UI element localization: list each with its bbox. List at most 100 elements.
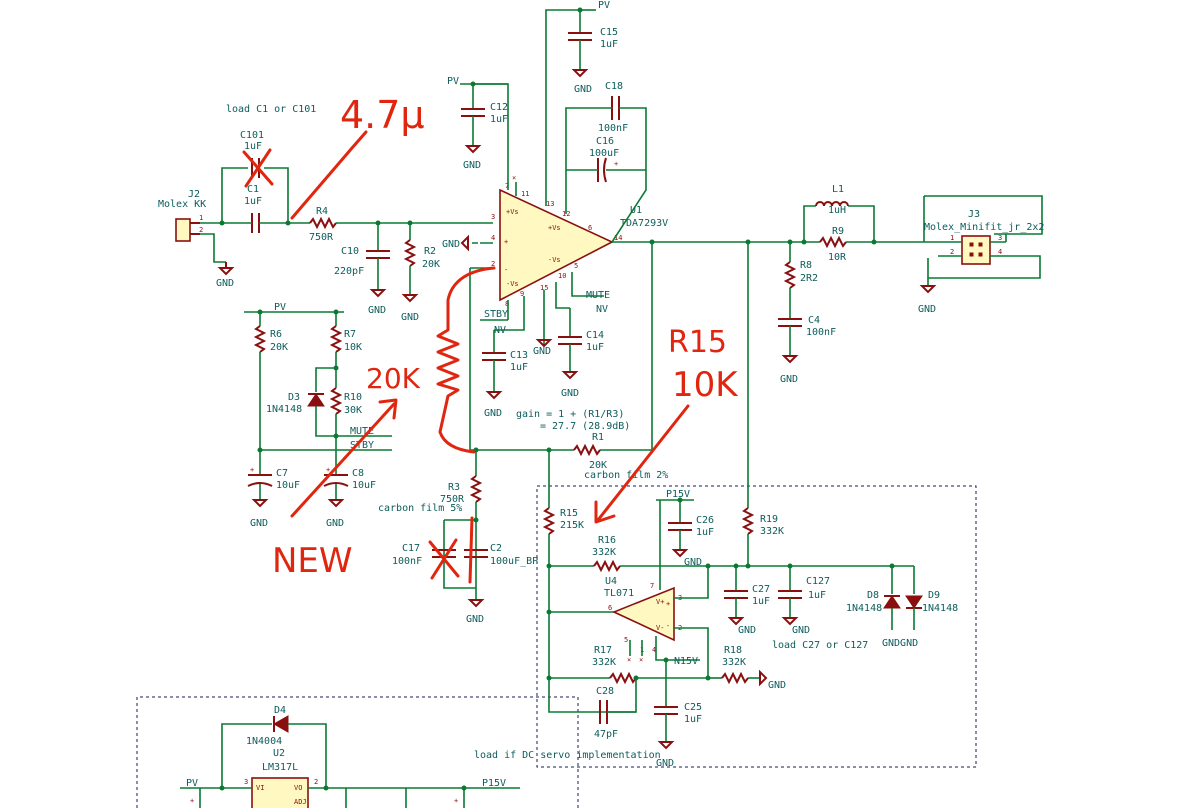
u4-value: TL071 [604, 588, 634, 599]
note-load-c27: load C27 or C127 [772, 640, 868, 651]
vo-pin-label: VO [294, 784, 302, 792]
diode-d9: D9 1N4148 [905, 566, 958, 630]
r6-value: 20K [270, 342, 288, 353]
c7-value: 10uF [276, 480, 300, 491]
connector-j2: J2 Molex KK 1 2 [158, 189, 206, 242]
pin-number: 6 [608, 604, 612, 612]
pin-number: 15 [540, 284, 548, 292]
pin-number: 5 [574, 262, 578, 270]
r10-ref: R10 [344, 392, 362, 403]
svg-text:×: × [512, 174, 516, 182]
gnd-label: GND [738, 625, 756, 636]
capacitor-c18: C18 100nF [598, 81, 628, 134]
pin-number: 13 [546, 200, 554, 208]
gnd-label: GND [326, 518, 344, 529]
gnd-label: GND [533, 346, 551, 357]
svg-text:V-: V- [656, 624, 664, 632]
c10-value: 220pF [334, 266, 364, 277]
c2-value: 100uF_BP [490, 556, 538, 567]
svg-text:+: + [504, 238, 508, 246]
c28-ref: C28 [596, 686, 614, 697]
r15-ref: R15 [560, 508, 578, 519]
gnd-label: GND [768, 680, 786, 691]
c18-ref: C18 [605, 81, 623, 92]
connector-j3: J3 Molex_Minifit_jr_2x2 1 2 3 4 GND [918, 195, 1044, 315]
d3-ref: D3 [288, 392, 300, 403]
gnd-label: GND [442, 239, 460, 250]
svg-text:+: + [250, 466, 254, 474]
svg-text:+Vs: +Vs [506, 208, 519, 216]
pin-number: 4 [491, 234, 495, 242]
c15-ref: C15 [600, 27, 618, 38]
resistor-r16: R16 332K [549, 535, 914, 573]
svg-text:+: + [190, 797, 194, 805]
c8-ref: C8 [352, 468, 364, 479]
svg-text:-: - [504, 266, 508, 274]
n15v-label: N15V [674, 656, 698, 667]
gnd-label: GND [368, 305, 386, 316]
d9-value: 1N4148 [922, 603, 958, 614]
j3-value: Molex_Minifit_jr_2x2 [924, 222, 1044, 233]
svg-text:+: + [454, 797, 458, 805]
d3-value: 1N4148 [266, 404, 302, 415]
amplifier-u1: +Vs + - -Vs +Vs -Vs U1 TDA7293V 3 4 2 7 … [491, 182, 668, 308]
gnd-label: GND [684, 557, 702, 568]
p15v-label: P15V [482, 778, 506, 789]
resistor-r4: R4 750R [309, 206, 337, 243]
annotation-arrow-r15 [594, 404, 690, 524]
gnd-label: GND [216, 278, 234, 289]
c25-value: 1uF [684, 714, 702, 725]
gnd-label: GND [484, 408, 502, 419]
gnd-label: GND [792, 625, 810, 636]
inductor-l1: L1 1uH [803, 184, 875, 242]
gndgnd-label: GNDGND [882, 638, 918, 649]
pv-label: PV [186, 778, 198, 789]
pin-number: 8 [505, 300, 509, 308]
resistor-r8: R8 2R2 [783, 242, 818, 318]
nv-label: NV [494, 325, 506, 336]
stby-label: STBY [484, 309, 508, 320]
r15-value: 215K [560, 520, 584, 531]
svg-text:+: + [614, 160, 618, 168]
svg-text:×: × [639, 656, 643, 664]
pin-number: 3 [244, 778, 248, 786]
gnd-label: GND [250, 518, 268, 529]
pin-number: 7 [505, 182, 509, 190]
annotation-20k: 20K [366, 362, 421, 395]
note-dc-servo: load if DC servo implementation [474, 750, 661, 761]
r1-value: 20K [589, 460, 607, 471]
pin-number: 5 [624, 636, 628, 644]
pin-number: 1 [199, 214, 203, 222]
gnd-label: GND [780, 374, 798, 385]
r1-note: carbon film 2% [584, 470, 668, 481]
pin-number: 2 [950, 248, 954, 256]
capacitor-c16: + C16 100uF [589, 136, 619, 183]
c7-ref: C7 [276, 468, 288, 479]
c4-ref: C4 [808, 315, 820, 326]
capacitor-c27: C27 1uF GND [724, 566, 770, 636]
pv-label: PV [274, 302, 286, 313]
r4-ref: R4 [316, 206, 328, 217]
regulator-u2: U2 LM317L VI VO ADJ 3 2 [244, 748, 318, 808]
gain-formula-line2: = 27.7 (28.9dB) [540, 421, 630, 432]
c101-ref: C101 [240, 130, 264, 141]
c12-value: 1uF [490, 114, 508, 125]
capacitor-c28: C28 47pF [594, 678, 637, 740]
resistor-r19: R19 332K [741, 242, 784, 566]
pin-number: 14 [614, 234, 622, 242]
gnd-label: GND [918, 304, 936, 315]
capacitor-c26: C26 1uF GND [668, 500, 714, 568]
c18-value: 100nF [598, 123, 628, 134]
c4-value: 100nF [806, 327, 836, 338]
c16-ref: C16 [596, 136, 614, 147]
j3-ref: J3 [968, 209, 980, 220]
r10-value: 30K [344, 405, 362, 416]
gnd-label: GND [401, 312, 419, 323]
svg-text:+: + [666, 600, 670, 608]
p15v-label: P15V [666, 489, 690, 500]
c15-value: 1uF [600, 39, 618, 50]
pin-number: 7 [650, 582, 654, 590]
c127-value: 1uF [808, 590, 826, 601]
r7-value: 10K [344, 342, 362, 353]
